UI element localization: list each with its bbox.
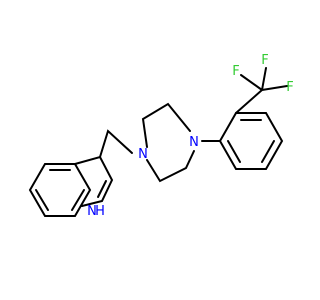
methylene-linker	[99, 129, 133, 158]
phenyl-ring	[218, 112, 284, 170]
bonds	[28, 67, 288, 217]
atom-labels: N H N N F F F	[87, 53, 294, 219]
indole-hydrogen-label: H	[95, 204, 105, 219]
indole-benzene-ring	[28, 163, 92, 217]
fluorine-label-2: F	[261, 53, 268, 68]
phenyl-inner-bonds	[227, 119, 275, 163]
fluorine-label-1: F	[232, 64, 239, 79]
piperazine-nitrogen-right-label: N	[189, 135, 199, 150]
indole-pyrrole-ring	[74, 155, 114, 207]
piperazine-nitrogen-left-label: N	[138, 147, 148, 162]
indole-benzene-inner-bonds	[35, 169, 85, 211]
piperazine-ring	[141, 102, 195, 183]
indole-nitrogen-label: N	[87, 204, 97, 219]
cf3-bonds	[235, 67, 288, 114]
molecule-structure: N H N N F F F	[28, 53, 294, 219]
fluorine-label-3: F	[286, 80, 293, 95]
indole-pyrrole-double-bond	[97, 180, 107, 198]
